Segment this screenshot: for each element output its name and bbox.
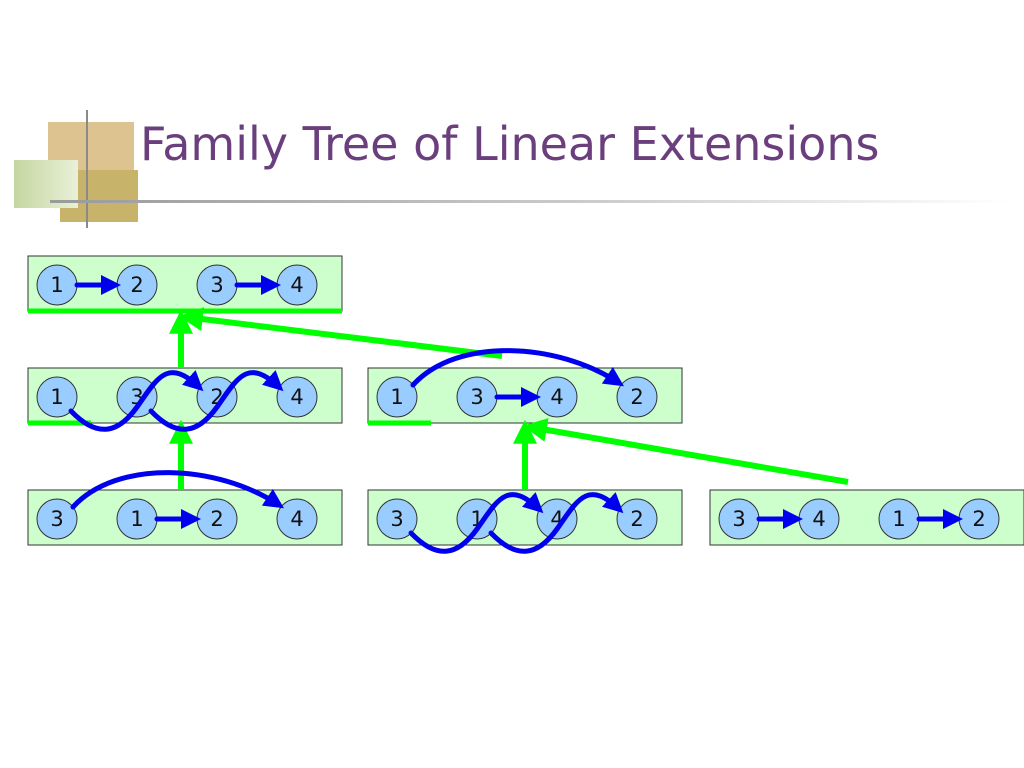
slide-title: Family Tree of Linear Extensions [140,117,880,171]
element-node-3 [116,376,158,418]
element-label-4: 4 [550,385,563,409]
element-label-2: 2 [972,507,985,531]
element-label-4: 4 [290,385,303,409]
element-node-3 [36,498,78,540]
tree-edge-3412-to-1342 [522,418,849,485]
element-label-3: 3 [210,273,223,297]
element-node-3 [376,498,418,540]
element-label-1: 1 [50,385,63,409]
element-label-2: 2 [130,273,143,297]
element-label-4: 4 [812,507,825,531]
element-label-3: 3 [50,507,63,531]
element-label-2: 2 [210,507,223,531]
element-node-1 [376,376,418,418]
element-node-1 [456,498,498,540]
element-label-4: 4 [290,273,303,297]
element-label-3: 3 [470,385,483,409]
element-node-2 [616,498,658,540]
element-node-2 [196,376,238,418]
element-node-2 [616,376,658,418]
order-arrow-1-to-2 [68,370,204,432]
element-label-1: 1 [892,507,905,531]
element-node-4 [276,498,318,540]
order-arrow-3-to-4 [70,470,285,510]
element-label-3: 3 [732,507,745,531]
element-label-1: 1 [390,385,403,409]
title-underline [50,200,1010,203]
element-label-1: 1 [130,507,143,531]
order-arrow-1-to-2 [488,492,624,554]
element-node-4 [536,498,578,540]
order-arrow-1-to-2 [410,348,625,388]
element-node-4 [276,376,318,418]
element-label-4: 4 [290,507,303,531]
element-label-2: 2 [630,507,643,531]
decorative-vertical-line [86,110,88,228]
order-arrow-3-to-4 [408,492,544,554]
order-arrow-3-to-4 [148,370,284,432]
element-label-3: 3 [390,507,403,531]
tree-edge-1342-to-1234 [178,307,503,359]
element-label-1: 1 [50,273,63,297]
element-label-2: 2 [630,385,643,409]
element-node-1 [36,376,78,418]
